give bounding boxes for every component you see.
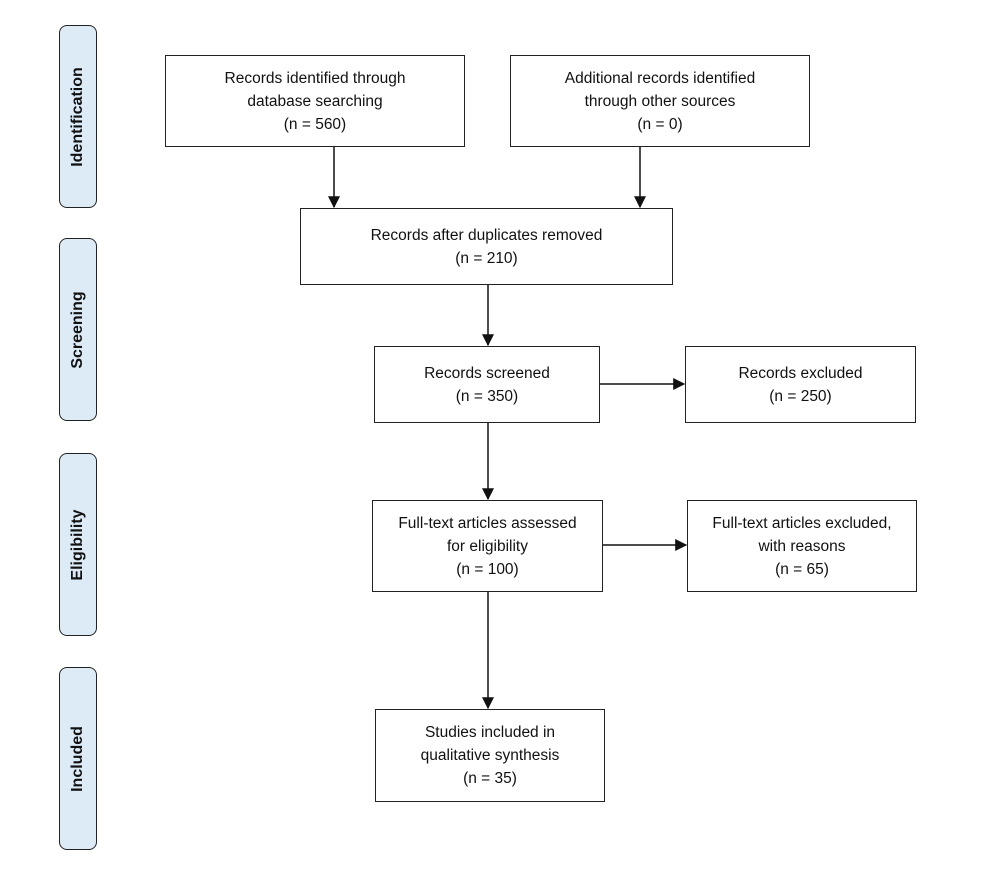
box-database-count: (n = 560) <box>283 115 347 133</box>
box-records-screened: Records screened (n = 350) <box>374 346 600 423</box>
box-other-sources-line1: Additional records identified <box>564 69 756 87</box>
phase-screening: Screening <box>59 238 97 421</box>
box-other-sources-count: (n = 0) <box>637 115 683 133</box>
box-other-sources: Additional records identified through ot… <box>510 55 810 147</box>
box-screened-count: (n = 350) <box>455 387 519 405</box>
box-screened-line1: Records screened <box>424 364 550 382</box>
box-fulltext-assessed-line1: Full-text articles assessed <box>398 514 577 532</box>
box-after-duplicates: Records after duplicates removed (n = 21… <box>300 208 673 285</box>
box-included-line1: Studies included in <box>424 724 556 741</box>
box-fulltext-excluded-line1: Full-text articles excluded, <box>712 514 892 532</box>
box-after-duplicates-count: (n = 210) <box>455 249 518 267</box>
phase-included: Included <box>59 667 97 850</box>
box-included-line2: qualitative synthesis <box>420 747 560 764</box>
box-records-excluded: Records excluded (n = 250) <box>685 346 916 423</box>
box-excluded-count: (n = 250) <box>769 387 832 405</box>
box-other-sources-line2: through other sources <box>584 92 736 110</box>
box-after-duplicates-line1: Records after duplicates removed <box>370 226 603 244</box>
box-excluded-line1: Records excluded <box>738 364 863 382</box>
box-fulltext-assessed-count: (n = 100) <box>456 560 519 578</box>
box-included-count: (n = 35) <box>463 770 517 787</box>
box-fulltext-excluded: Full-text articles excluded, with reason… <box>687 500 917 592</box>
box-fulltext-excluded-count: (n = 65) <box>775 560 829 578</box>
phase-identification: Identification <box>59 25 97 208</box>
box-database-line1: Records identified through <box>224 69 406 87</box>
phase-eligibility: Eligibility <box>59 453 97 636</box>
box-fulltext-assessed-line2: for eligibility <box>447 537 528 555</box>
box-database-line2: database searching <box>247 92 383 110</box>
box-fulltext-excluded-line2: with reasons <box>758 537 846 555</box>
box-database-searching: Records identified through database sear… <box>165 55 465 147</box>
box-included-studies: Studies included in qualitative synthesi… <box>375 709 605 802</box>
box-fulltext-assessed: Full-text articles assessed for eligibil… <box>372 500 603 592</box>
